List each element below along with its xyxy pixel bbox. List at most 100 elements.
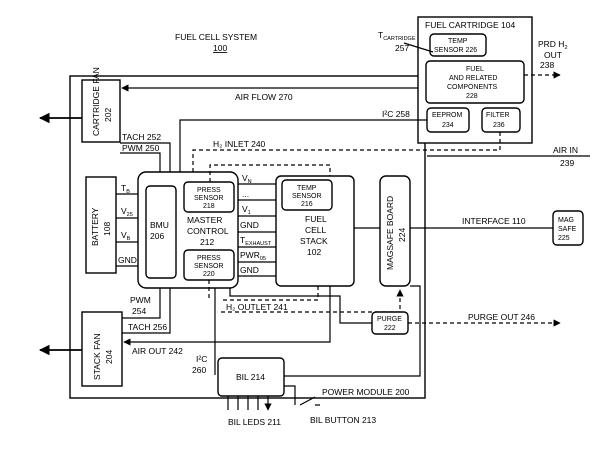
cartridge-fan-ref: 202 (103, 108, 113, 122)
tach-252-label: TACH 252 (122, 132, 161, 142)
mag-safe-l2: SAFE (558, 226, 577, 233)
t-cartridge-label: TCARTRIDGE (378, 30, 416, 42)
prd-out-l2: OUT (544, 50, 562, 60)
pwm-254-l1: PWM (130, 295, 151, 305)
temp-216-l3: 216 (301, 201, 313, 208)
stack-l4: 102 (307, 247, 321, 257)
cartridge-fan-label: CARTRIDGE FAN (91, 67, 101, 136)
pwm-254-line (122, 288, 161, 319)
bmu-label: BMU (150, 220, 169, 230)
purge-l2: 222 (384, 325, 396, 332)
magsafe-ref: 224 (397, 228, 407, 242)
purge-out-label: PURGE OUT 246 (468, 312, 535, 322)
tach-256-label: TACH 256 (128, 322, 167, 332)
mag-safe-l3: 225 (558, 235, 570, 242)
air-flow-label: AIR FLOW 270 (235, 92, 293, 102)
h2-inlet-line (192, 132, 501, 182)
pin-gnd1: GND (240, 220, 259, 230)
air-in-l2: 239 (560, 158, 574, 168)
battery-pin-vb: VB (121, 230, 131, 242)
battery-pins: TB V25 VB GND (118, 183, 137, 265)
mag-safe-box (552, 210, 584, 246)
fuel-comp-l3: COMPONENTS (447, 84, 498, 91)
stack-l3: STACK (300, 236, 328, 246)
press-220-l1: PRESS (197, 255, 221, 262)
eeprom-l1: EEPROM (432, 112, 463, 119)
pin-pwr05: PWR05 (240, 250, 266, 262)
pin-dots: ... (242, 189, 249, 199)
press-sensor-218-box (183, 181, 235, 213)
bil-box (217, 357, 285, 397)
stack-l2: CELL (305, 225, 327, 235)
bil-button-label: BIL BUTTON 213 (310, 415, 376, 425)
h2-inlet-label: H₂ INLET 240 (213, 139, 266, 149)
magsafe-label: MAGSAFE BOARD (385, 196, 395, 270)
battery-label: BATTERY (90, 207, 100, 246)
mag-safe-l1: MAG (558, 217, 574, 224)
eeprom-l2: 234 (442, 122, 454, 129)
interface-label: INTERFACE 110 (462, 216, 526, 226)
pin-vn: VN (242, 173, 252, 185)
system-title: FUEL CELL SYSTEM (175, 32, 257, 42)
press-218-l1: PRESS (197, 187, 221, 194)
h2-internal-flow (208, 164, 331, 301)
stack-fan-ref: 204 (104, 350, 114, 364)
i2c-260-l1: I²C (196, 354, 207, 364)
battery-pin-tb: TB (121, 183, 130, 195)
stack-l1: FUEL (305, 214, 327, 224)
pwm-250-line (120, 152, 161, 176)
pin-texhaust: TEXHAUST (240, 235, 272, 247)
tach-252-line (120, 142, 171, 176)
air-in-l1: AIR IN (553, 145, 578, 155)
power-module-label: POWER MODULE 200 (322, 387, 410, 397)
i2c-260-l2: 260 (192, 365, 206, 375)
bil-to-magsafe (284, 285, 421, 377)
temp-sensor-226-box (429, 33, 487, 57)
pin-gnd2: GND (240, 265, 259, 275)
fuel-comp-l1: FUEL (466, 66, 484, 73)
press-220-l2: SENSOR (194, 263, 224, 270)
purge-control-line (229, 288, 372, 324)
fuel-cartridge-title: FUEL CARTRIDGE 104 (425, 20, 515, 30)
filter-l2: 236 (493, 122, 505, 129)
pin-v1: V1 (242, 204, 251, 216)
filter-box (481, 107, 521, 133)
fuel-components-box (425, 60, 525, 104)
master-control-l3: 212 (200, 237, 214, 247)
temp-sensor-216-box (281, 179, 333, 211)
master-control-l1: MASTER (187, 215, 222, 225)
filter-l1: FILTER (486, 112, 510, 119)
battery-pin-gnd: GND (118, 255, 137, 265)
prd-out-l1: PRD H2 (538, 39, 568, 51)
temp-sensor-226-l2: SENSOR 226 (434, 47, 477, 54)
magsafe-board-box (379, 175, 411, 287)
i2c-258-label: I²C 258 (382, 109, 410, 119)
fuel-comp-l2: AND RELATED (449, 75, 498, 82)
bil-leds-label: BIL LEDS 211 (228, 417, 281, 427)
bil-leds-lines (227, 396, 268, 410)
stack-fan-label: STACK FAN (92, 333, 102, 380)
prd-out-l3: 238 (540, 60, 554, 70)
battery-pin-v25: V25 (121, 206, 133, 218)
pwm-254-l2: 254 (132, 306, 146, 316)
stack-pins: VN ... V1 GND TEXHAUST PWR05 GND (240, 173, 272, 275)
bil-button-line (284, 385, 320, 406)
temp-216-l1: TEMP (297, 185, 317, 192)
press-218-l2: SENSOR (194, 195, 224, 202)
bmu-ref: 206 (150, 231, 164, 241)
battery-ref: 108 (102, 222, 112, 236)
cartridge-fan-box (81, 79, 121, 143)
air-out-label: AIR OUT 242 (132, 346, 183, 356)
battery-box (85, 176, 117, 274)
bmu-box (145, 185, 177, 279)
fuel-comp-l4: 228 (466, 93, 478, 100)
pwm-250-label: PWM 250 (122, 143, 160, 153)
tach-256-line (122, 288, 171, 334)
stack-pin-lines (238, 183, 276, 277)
temp-sensor-226-l1: TEMP (448, 38, 468, 45)
press-220-l3: 220 (203, 271, 215, 278)
air-out-line (123, 286, 331, 346)
temp-216-l2: SENSOR (292, 193, 322, 200)
